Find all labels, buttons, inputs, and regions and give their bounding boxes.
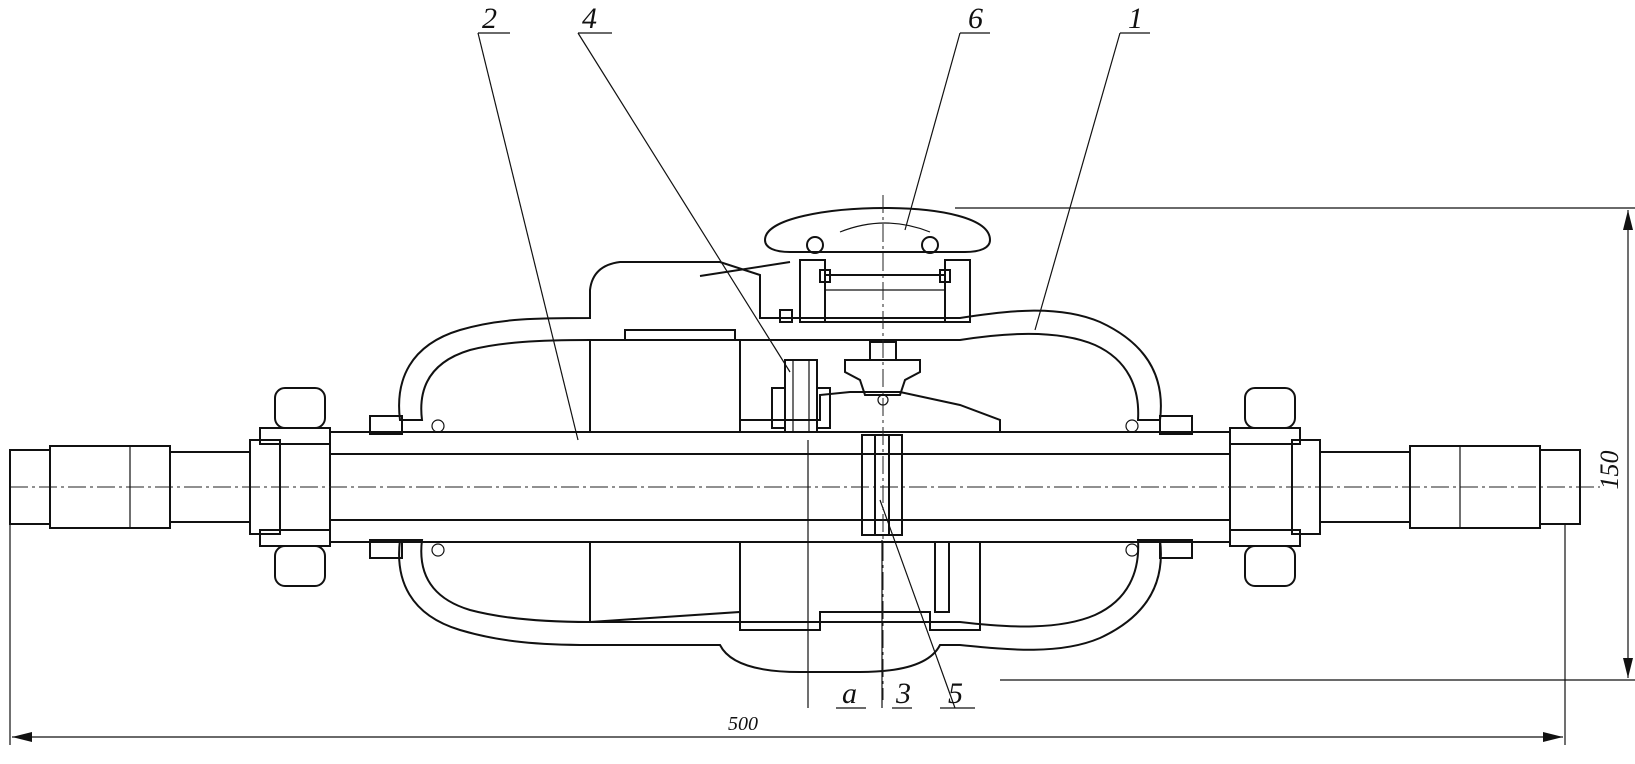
bore-tube	[10, 431, 1600, 543]
leader-lines	[477, 32, 1150, 709]
callout-4-label: 4	[582, 2, 597, 35]
callout-2-label: 2	[482, 2, 497, 35]
valve-body	[739, 391, 1001, 631]
left-coupling	[9, 387, 445, 587]
plug-screw	[771, 359, 831, 433]
callout-3-label: 3	[895, 677, 911, 710]
callout-5-label: 5	[948, 677, 963, 710]
inner-sleeves	[589, 339, 741, 623]
dimension-lines	[9, 207, 1635, 745]
callout-1-label: 1	[1128, 2, 1143, 35]
housing	[398, 261, 1162, 673]
filler-cap	[699, 195, 992, 700]
dimension-height-label: 150	[1595, 451, 1624, 490]
callout-a-label: a	[842, 677, 857, 710]
right-coupling	[1125, 387, 1581, 587]
dimension-width-label: 500	[728, 713, 758, 735]
callout-6-label: 6	[968, 2, 983, 35]
